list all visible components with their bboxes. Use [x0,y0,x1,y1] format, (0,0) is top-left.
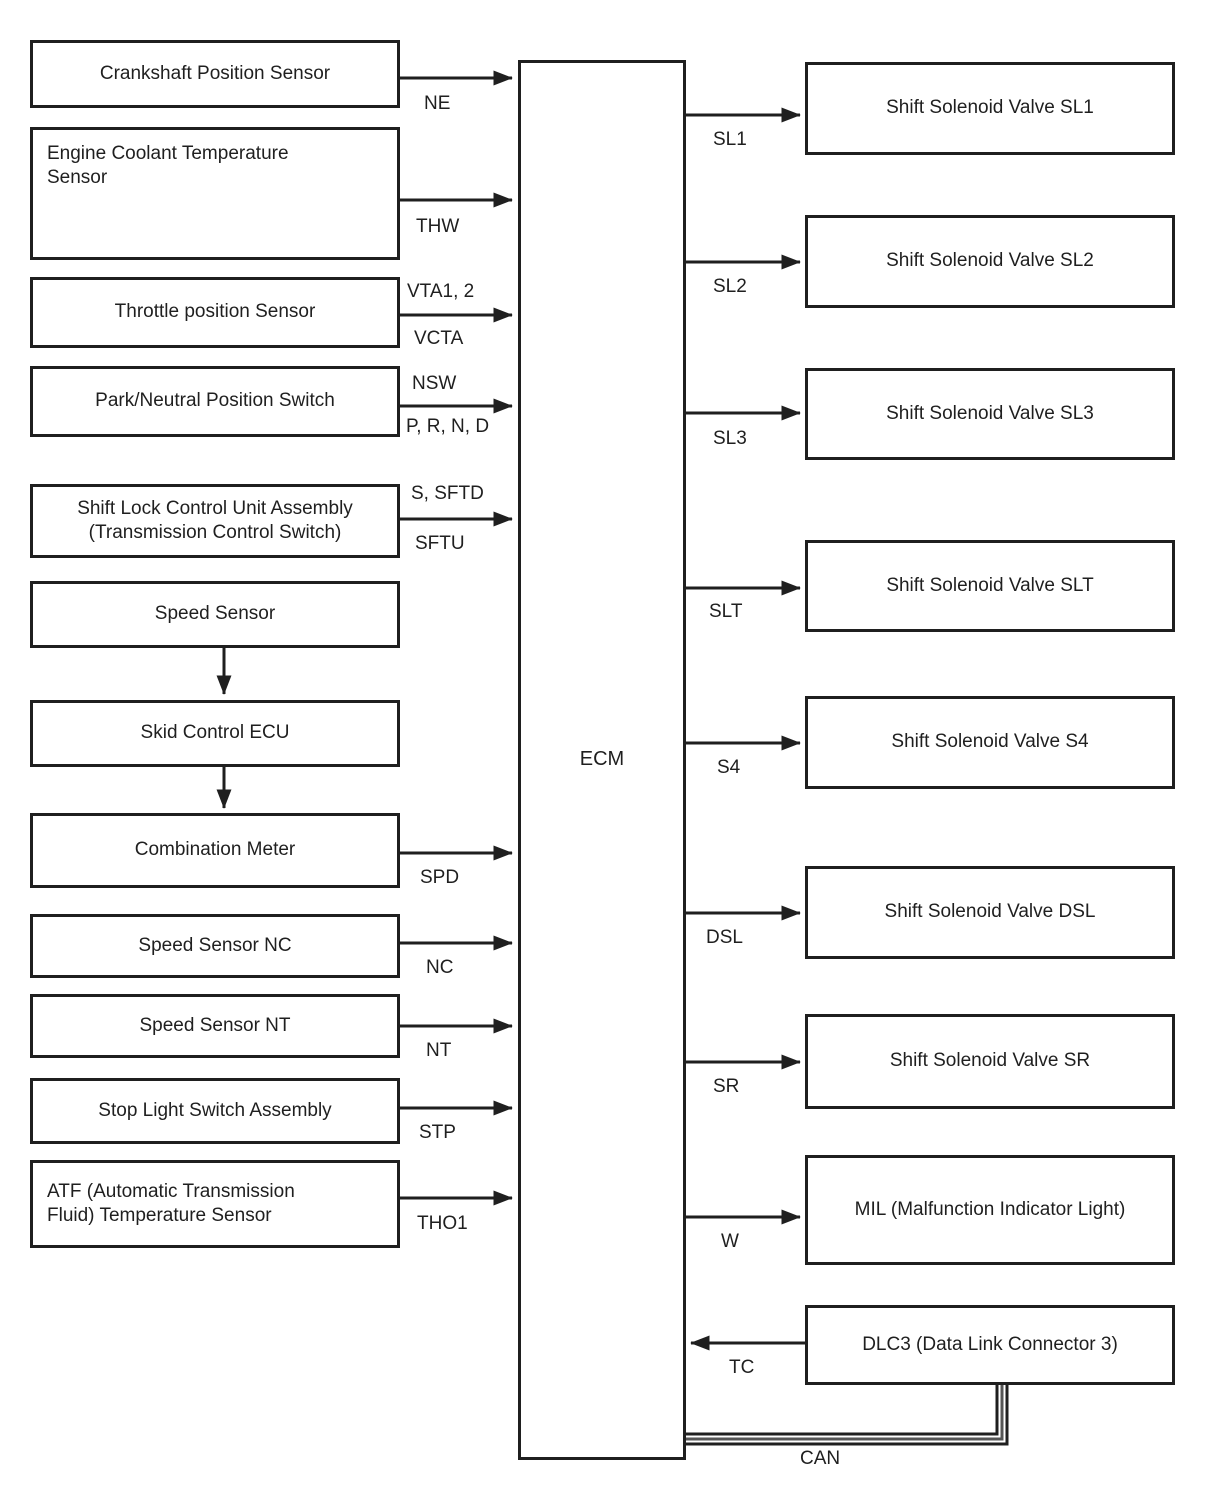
box-label: MIL (Malfunction Indicator Light) [854,1198,1126,1220]
signal-label-nt: NT [426,1040,452,1061]
box-shift-solenoid-valve-sl2: Shift Solenoid Valve SL2 [805,215,1175,308]
box-label: Shift Solenoid Valve S4 [891,731,1089,753]
box-label: Shift Solenoid Valve SL3 [886,402,1094,424]
signal-label-sr: SR [713,1076,740,1097]
box-skid-control-ecu: Skid Control ECU [30,700,400,767]
signal-label-stp: STP [419,1122,456,1143]
signal-label-thw: THW [416,216,460,237]
box-label: Shift Solenoid Valve SR [889,1050,1091,1072]
box-label: Combination Meter [134,839,296,861]
box-dlc3-data-link-connector: DLC3 (Data Link Connector 3) [805,1305,1175,1385]
box-label: Speed Sensor NT [139,1014,291,1036]
box-combination-meter: Combination Meter [30,813,400,888]
signal-label-sftu: SFTU [415,533,465,554]
signal-label-can: CAN [800,1448,841,1469]
signal-label-tho1: THO1 [417,1213,468,1234]
box-shift-solenoid-valve-sr: Shift Solenoid Valve SR [805,1014,1175,1109]
box-label: Shift Solenoid Valve SL1 [886,97,1094,119]
box-label: Speed Sensor NC [138,934,292,956]
box-label-line2: Sensor [47,167,108,189]
box-speed-sensor: Speed Sensor [30,581,400,648]
box-crankshaft-position-sensor: Crankshaft Position Sensor [30,40,400,108]
box-label: Speed Sensor [154,603,276,625]
box-throttle-position-sensor: Throttle position Sensor [30,277,400,348]
signal-label-sl2: SL2 [713,276,747,297]
box-park-neutral-position-switch: Park/Neutral Position Switch [30,366,400,437]
can-bus-line-3 [686,1384,1009,1446]
box-label: Crankshaft Position Sensor [99,62,331,84]
box-label: DLC3 (Data Link Connector 3) [862,1333,1118,1355]
signal-label-vcta: VCTA [414,328,464,349]
ecm-label: ECM [579,748,625,771]
box-shift-solenoid-valve-sl1: Shift Solenoid Valve SL1 [805,62,1175,155]
box-label: Shift Solenoid Valve DSL [884,901,1096,923]
box-shift-solenoid-valve-dsl: Shift Solenoid Valve DSL [805,866,1175,959]
signal-label-ne: NE [424,93,451,114]
box-label-line2: (Transmission Control Switch) [88,522,342,543]
can-bus-line-1 [686,1384,999,1436]
signal-label-w: W [721,1231,739,1252]
signal-label-spd: SPD [420,867,460,888]
signal-label-tc: TC [729,1357,755,1378]
box-label-line1: ATF (Automatic Transmission [47,1180,295,1202]
box-label: Shift Solenoid Valve SLT [886,574,1094,596]
signal-label-s4: S4 [717,757,741,778]
signal-label-vta: VTA1, 2 [407,281,475,302]
signal-label-nc: NC [426,957,454,978]
box-stop-light-switch-assembly: Stop Light Switch Assembly [30,1078,400,1144]
box-label-line1: Shift Lock Control Unit Assembly [77,497,353,519]
box-atf-temperature-sensor: ATF (Automatic Transmission Fluid) Tempe… [30,1160,400,1248]
can-bus-line-2 [686,1384,1004,1441]
signal-label-s-sftd: S, SFTD [411,483,484,504]
signal-label-nsw: NSW [412,373,457,394]
signal-label-prnd: P, R, N, D [406,416,490,437]
signal-label-dsl: DSL [706,927,743,948]
box-label: Skid Control ECU [140,722,290,744]
signal-label-sl1: SL1 [713,129,747,150]
box-label: Stop Light Switch Assembly [98,1099,332,1121]
signal-label-slt: SLT [709,601,743,622]
box-mil-malfunction-indicator-light: MIL (Malfunction Indicator Light) [805,1155,1175,1265]
box-engine-coolant-temperature-sensor: Engine Coolant Temperature Sensor [30,127,400,260]
box-shift-solenoid-valve-slt: Shift Solenoid Valve SLT [805,540,1175,632]
box-speed-sensor-nt: Speed Sensor NT [30,994,400,1058]
box-label: Throttle position Sensor [114,301,316,323]
box-label-line2: Fluid) Temperature Sensor [47,1205,272,1226]
box-label: Park/Neutral Position Switch [95,390,335,412]
box-speed-sensor-nc: Speed Sensor NC [30,914,400,978]
box-shift-lock-control-unit-assembly: Shift Lock Control Unit Assembly (Transm… [30,484,400,558]
box-ecm: ECM [518,60,686,1460]
box-shift-solenoid-valve-sl3: Shift Solenoid Valve SL3 [805,368,1175,460]
signal-label-sl3: SL3 [713,428,747,449]
box-label-line1: Engine Coolant Temperature [47,143,289,164]
box-shift-solenoid-valve-s4: Shift Solenoid Valve S4 [805,696,1175,789]
box-label: Shift Solenoid Valve SL2 [886,250,1094,272]
